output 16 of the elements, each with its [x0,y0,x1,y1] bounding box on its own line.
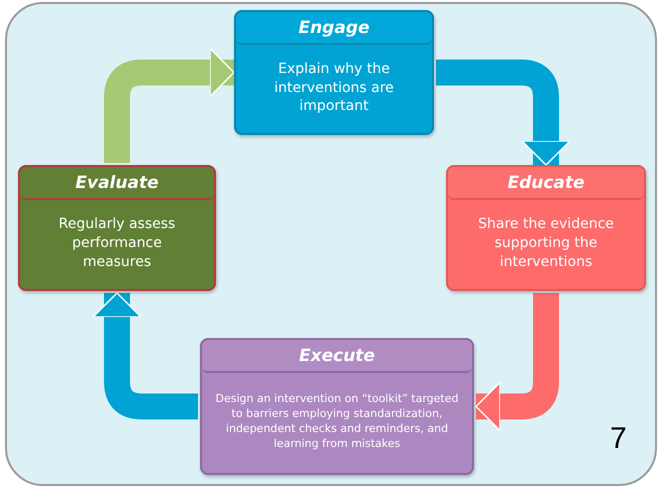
box-text: Regularly assess performance measures [58,215,176,272]
box-text: Share the evidence supporting the interventions [477,215,615,272]
box-text: Explain why the interventions are important [273,60,395,116]
page-number: 7 [610,422,627,456]
block-arrow [475,293,559,432]
box-text: Design an intervention on “toolkit” targeted to barriers employing standardization, independent checks and reminders, and learning from mistakes [214,392,460,452]
process-box [200,338,474,475]
box-heading: Evaluate [20,167,214,200]
process-box [18,165,216,291]
process-box [446,165,646,291]
box-heading: Execute [202,340,472,373]
block-arrow [104,48,235,163]
box-heading: Educate [448,167,644,200]
block-arrow [436,60,571,166]
box-heading: Engage [236,12,432,45]
process-box [234,10,434,135]
